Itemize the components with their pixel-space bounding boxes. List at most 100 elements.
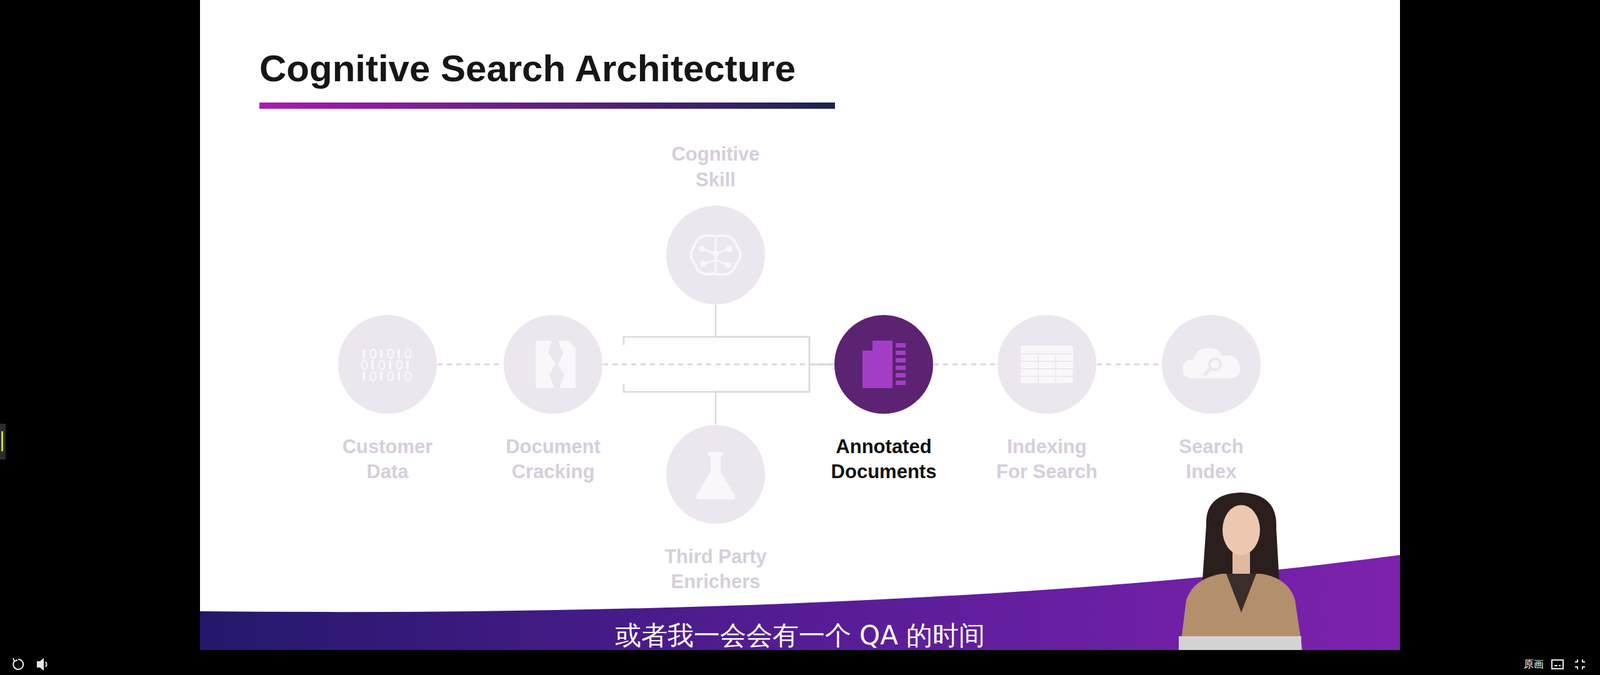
dashed-flow-line [1096,363,1162,366]
binary-ring [388,349,394,359]
annotation-line [895,343,906,348]
circle-shape [665,424,766,525]
annotation-line [895,365,906,370]
magnifier-lens [1209,358,1221,370]
binary-bar [362,349,365,359]
exit-fullscreen-icon [1575,659,1585,670]
circuit-dot [726,245,733,252]
node-label: Customer Data [331,434,444,485]
circle-shape [337,314,438,415]
process-circle: Annotated Documents [833,314,934,415]
slide-title: Cognitive Search Architecture [259,46,796,92]
process-circle: Customer Data [337,314,438,415]
presenter-face [1222,505,1260,555]
binary-bar [380,371,383,381]
flask-icon [696,451,735,500]
dashed-flow-line [603,363,834,366]
process-circle: Indexing For Search [996,314,1097,415]
process-circle: Document Cracking [503,314,604,415]
circle-icon [690,235,740,275]
circle-shape [833,314,934,415]
subtitle-caption: 或者我一会会有一个 QA 的时间 [615,618,986,654]
circuit-dot [712,250,719,257]
presenter-shirt [1226,573,1257,613]
magnifier-handle [1204,368,1211,375]
circuit-dot [698,245,705,252]
table-icon [1020,345,1074,384]
volume-wave [45,661,47,667]
binary-ring [370,349,377,359]
dashed-flow-line [933,363,997,366]
circle-fill [666,205,765,305]
binary-bar [397,349,400,359]
circle-icon [1020,345,1074,384]
slide-panel [200,0,1400,650]
circle-icon [696,451,735,500]
binary-ring [361,360,368,370]
node-label: Search Index [1155,434,1268,485]
circle-shape [1161,314,1262,415]
circle-fill [834,315,934,414]
bracket-top [623,336,810,345]
node-label: Annotated Documents [827,434,940,485]
volume-icon [37,659,44,670]
brain-circuit [701,237,730,273]
annotation-line [895,350,906,355]
title-underline [259,102,835,109]
circle-shape [503,314,604,415]
presenter-video [1178,492,1303,650]
circle-fill [666,425,765,524]
brain-outline [690,235,740,275]
binary-bar [380,349,383,359]
quality-button: 原画 [1523,658,1544,672]
binary-ring [405,371,412,381]
page-fold [862,340,873,351]
binary-bar [397,371,400,381]
circle-fill [1161,315,1261,414]
node-label: Third Party Enrichers [659,544,772,595]
circle-icon [361,349,412,381]
replay-arrow [13,658,18,662]
binary-ring [370,371,377,381]
binary-ring [396,360,403,370]
table-grid [1020,353,1074,384]
binary-bar [362,371,365,381]
presenter-laptop [1178,636,1302,650]
node-label: Indexing For Search [990,434,1104,485]
captions-lines [1554,665,1561,667]
circle-fill [997,315,1097,414]
node-label: Cognitive Skill [659,141,772,193]
binary-bar [371,360,374,370]
circuit-dot [725,261,732,269]
circuit-dot [700,260,707,267]
document-half [558,340,576,389]
cloud-icon [1182,348,1240,379]
circle-fill [503,315,603,414]
dashed-flow-line [437,363,504,366]
binary-bar [388,360,392,370]
process-circle: Cognitive Skill [665,205,766,305]
skill-connector [715,305,834,365]
side-tab-mark [1,431,4,452]
binary-bar [406,360,409,370]
annotation-line [895,380,906,385]
player-controls [13,658,1585,670]
side-tab [0,423,6,460]
process-circle: Search Index [1161,314,1262,415]
captions-icon [1551,660,1564,669]
process-circle: Third Party Enrichers [665,424,766,525]
binary-ring [405,349,412,359]
document-half [535,340,556,389]
skill-connector [715,364,834,425]
circle-shape [996,314,1097,415]
annotation-line [895,373,906,378]
binary-ring [388,371,394,381]
circle-shape [665,205,766,305]
circle-icon [1182,348,1240,379]
circle-fill [338,315,437,414]
circle-icon [535,340,576,389]
circle-icon [862,340,906,389]
bracket-bottom [623,383,810,392]
